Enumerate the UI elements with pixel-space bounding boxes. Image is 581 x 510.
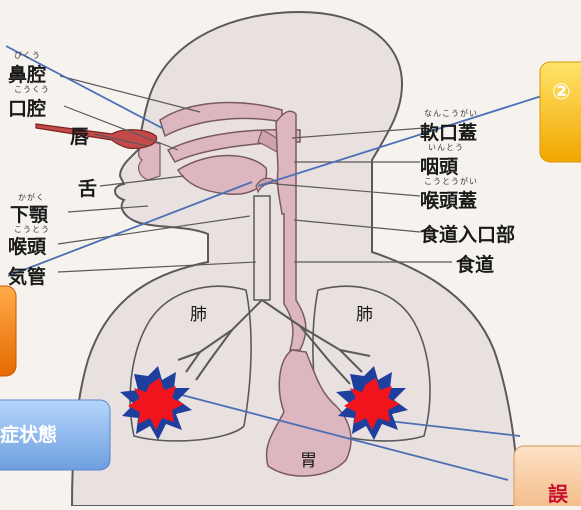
label-lips: 唇: [70, 122, 89, 149]
label-esophagus: 食道: [456, 250, 494, 277]
label-esophageal-inlet: 食道入口部: [420, 220, 515, 247]
label-nasal-cavity: 鼻腔: [8, 60, 46, 87]
trachea-tube: [254, 196, 270, 300]
label-soft-palate: 軟口蓋: [420, 118, 477, 145]
label-pharynx: 咽頭: [420, 152, 458, 179]
label-stomach: 胃: [300, 446, 317, 471]
callout-bottom-right-text: 誤: [548, 478, 568, 507]
label-larynx: 喉頭: [8, 232, 46, 259]
callout-box-top-right: [540, 62, 581, 162]
callout-box-left-orange: [0, 286, 16, 376]
callout-top-right-marker: ②: [552, 80, 571, 105]
label-lower-jaw: 下顎: [10, 200, 48, 227]
spoon: [36, 124, 157, 148]
label-oral-cavity: 口腔: [8, 94, 46, 121]
label-tongue: 舌: [78, 174, 97, 201]
label-epiglottis: 喉頭蓋: [420, 186, 477, 213]
callout-left-text: 症状態: [0, 420, 57, 447]
label-left-lung: 肺: [190, 300, 207, 325]
label-trachea: 気管: [8, 262, 46, 289]
label-right-lung: 肺: [356, 300, 373, 325]
